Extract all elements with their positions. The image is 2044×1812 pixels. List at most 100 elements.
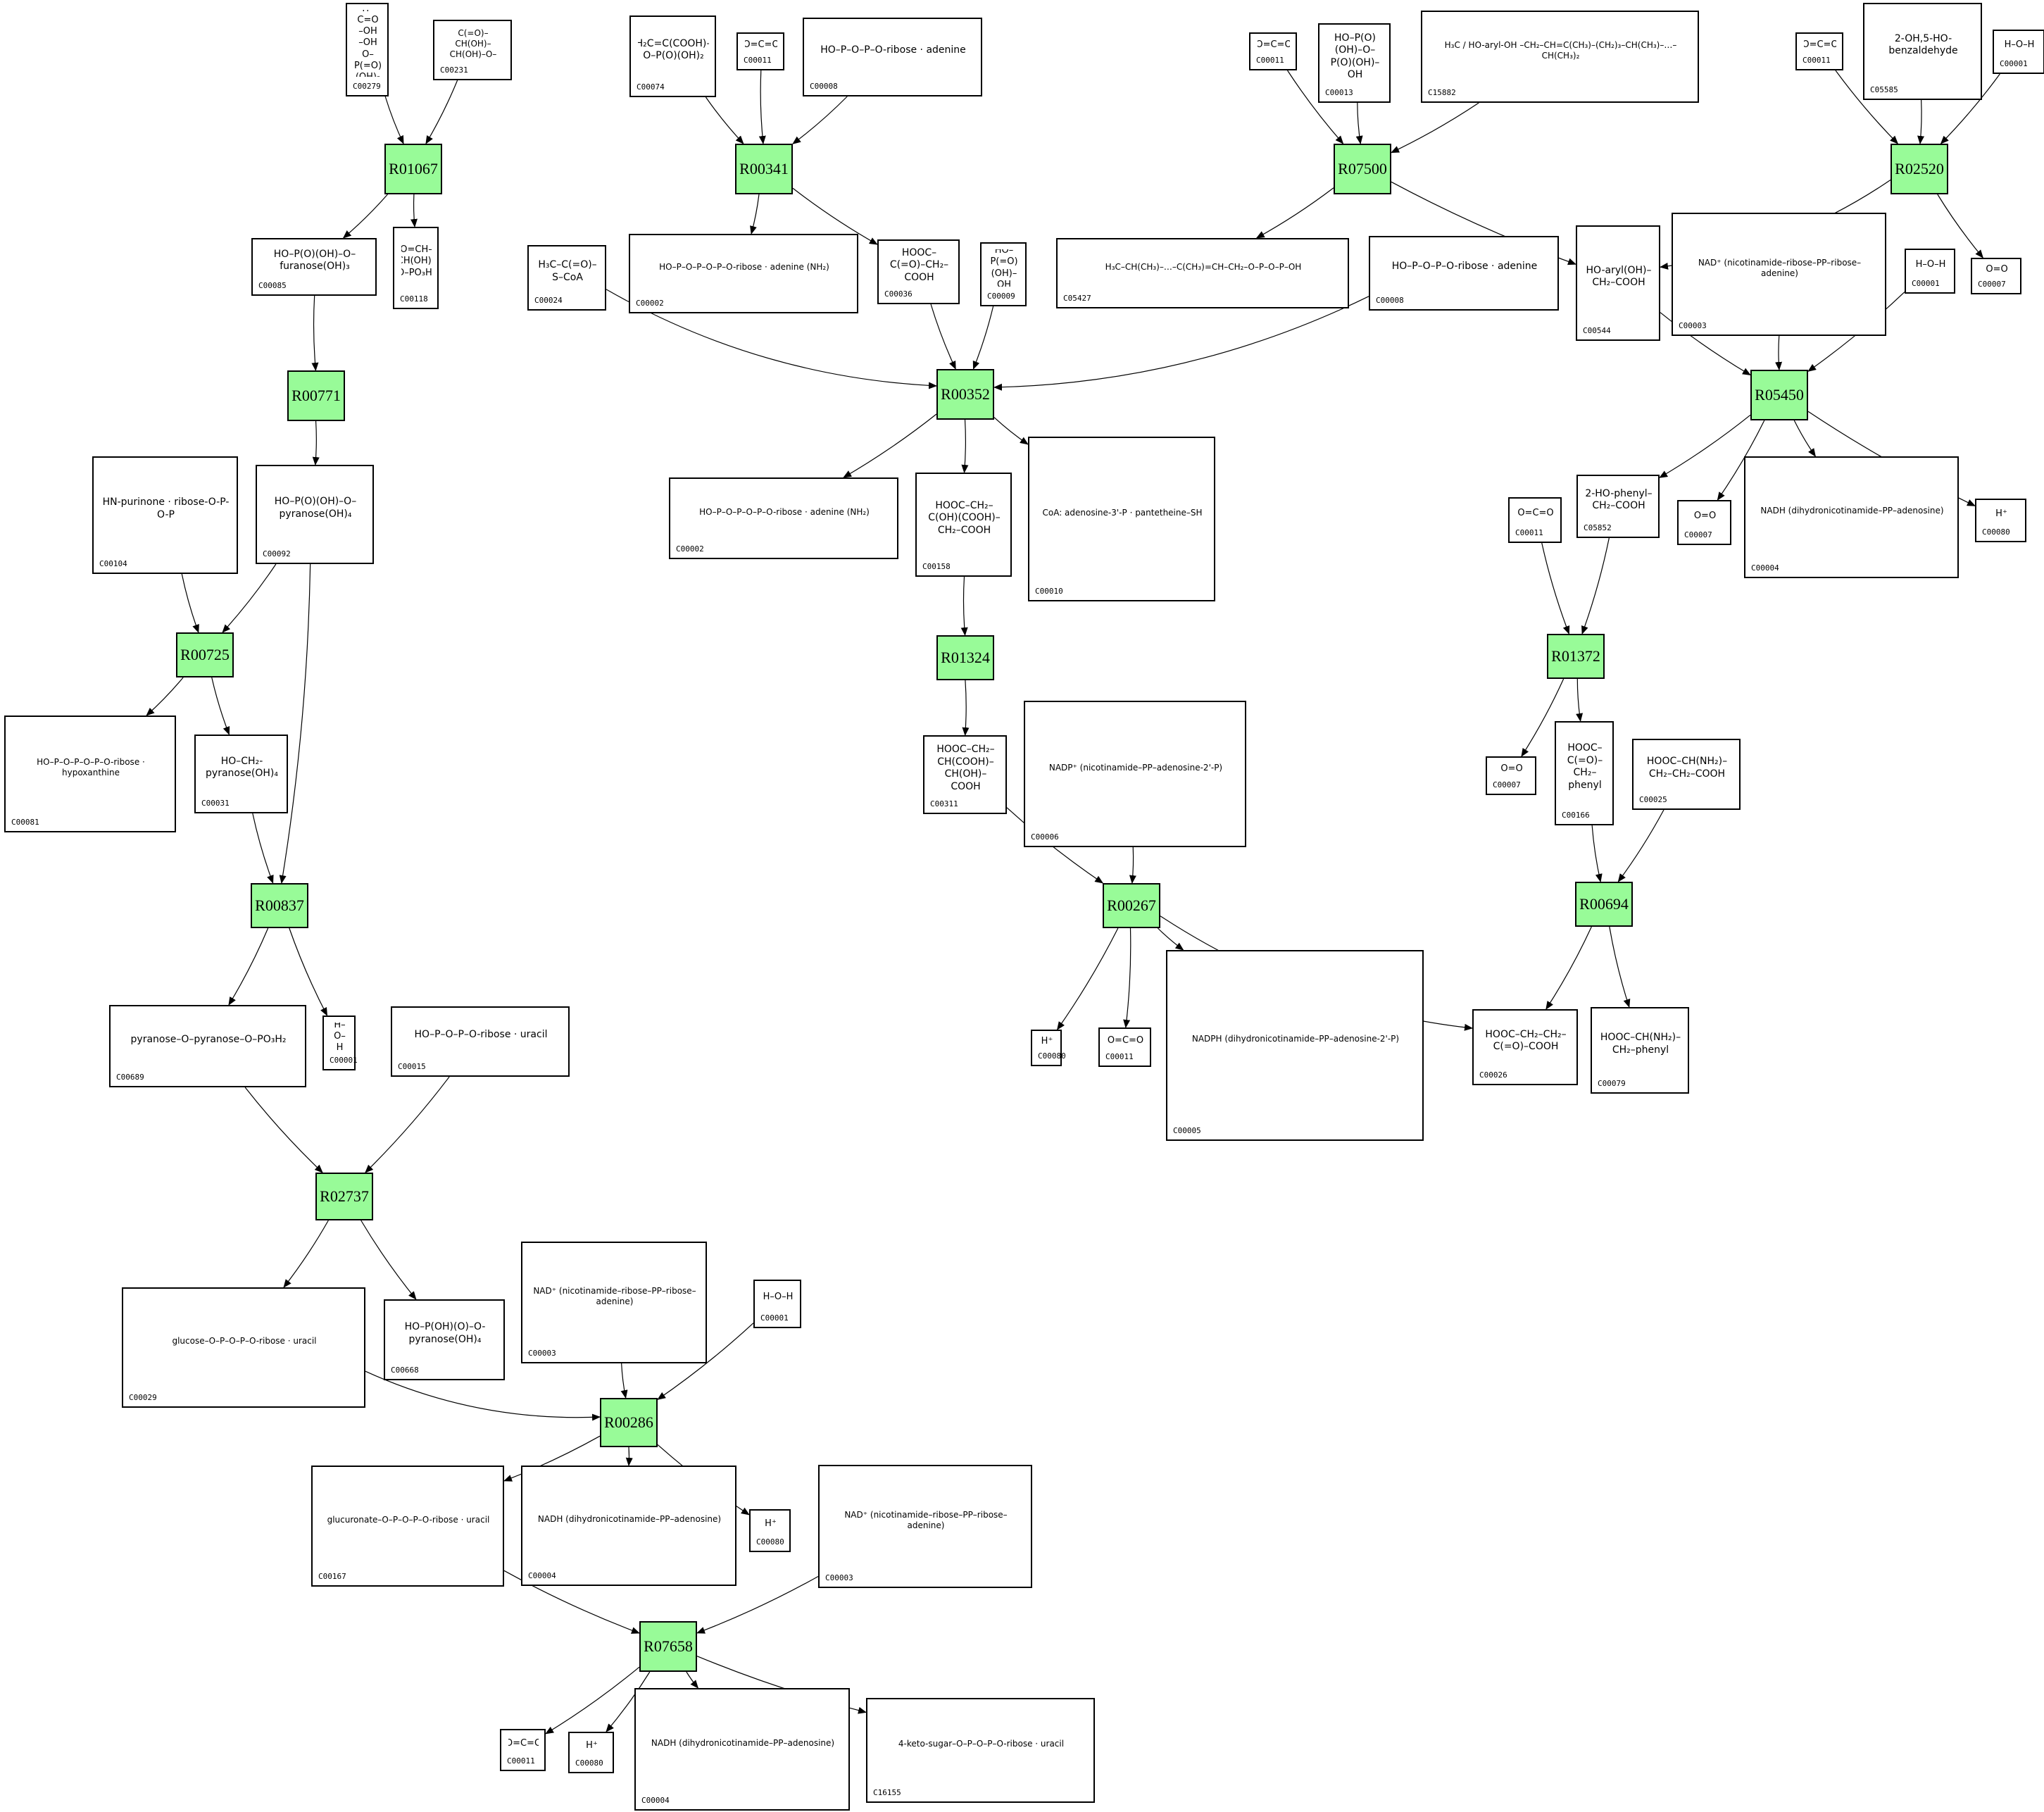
compound-node-c00080[interactable]: H⁺C00080 (749, 1509, 791, 1552)
reaction-node-r01067[interactable]: R01067 (384, 144, 442, 194)
compound-node-c00231[interactable]: HO–CH₂–C(=O)–CH(OH)–CH(OH)–O–PO₃H₂C00231 (433, 20, 512, 80)
compound-id-label: C00167 (318, 1572, 346, 1581)
reaction-node-r02737[interactable]: R02737 (315, 1173, 373, 1220)
compound-id-label: C00001 (1912, 279, 1940, 288)
reaction-node-r00341[interactable]: R00341 (735, 144, 793, 194)
compound-node-c00004[interactable]: NADH (dihydronicotinamide–PP–adenosine)C… (521, 1466, 736, 1586)
edge-arrow (792, 96, 848, 144)
compound-node-c00080[interactable]: H⁺C00080 (568, 1732, 614, 1773)
reaction-node-r07500[interactable]: R07500 (1334, 144, 1391, 194)
edge-arrow (211, 677, 230, 735)
compound-node-c00003[interactable]: NAD⁺ (nicotinamide–ribose–PP–ribose–aden… (1672, 213, 1886, 336)
compound-node-c00002[interactable]: HO–P–O–P–O–P–O-ribose · adenine (NH₂)C00… (629, 234, 858, 313)
reaction-label: R07658 (644, 1637, 693, 1655)
structure-drawing: NAD⁺ (nicotinamide–ribose–PP–ribose–aden… (844, 1509, 1008, 1530)
reaction-node-r00286[interactable]: R00286 (600, 1398, 658, 1447)
compound-node-c15882[interactable]: H₃C / HO-aryl-OH –CH₂–CH=C(CH₃)–(CH₂)₃–C… (1421, 11, 1699, 103)
compound-node-c00004[interactable]: NADH (dihydronicotinamide–PP–adenosine)C… (1744, 456, 1959, 578)
reaction-label: R00286 (604, 1413, 653, 1431)
compound-id-label: C00025 (1639, 795, 1667, 804)
reaction-node-r00694[interactable]: R00694 (1575, 882, 1633, 927)
compound-node-c00002[interactable]: HO–P–O–P–O–P–O-ribose · adenine (NH₂)C00… (669, 477, 898, 559)
structure-drawing: pyranose–O–pyranose–O–PO₃H₂ (130, 1033, 287, 1045)
edge-arrow (1255, 187, 1334, 239)
structure-drawing: HN-purinone · ribose-O-P-O-P (102, 496, 230, 520)
reaction-node-r00837[interactable]: R00837 (251, 883, 308, 928)
reaction-node-r00267[interactable]: R00267 (1103, 883, 1160, 928)
compound-node-c00003[interactable]: NAD⁺ (nicotinamide–ribose–PP–ribose–aden… (818, 1465, 1032, 1588)
compound-id-label: C00015 (398, 1062, 426, 1071)
compound-node-c00005[interactable]: NADPH (dihydronicotinamide–PP–adenosine-… (1166, 950, 1424, 1141)
reaction-node-r07658[interactable]: R07658 (639, 1621, 697, 1672)
compound-node-c00004[interactable]: NADH (dihydronicotinamide–PP–adenosine)C… (634, 1688, 850, 1811)
reaction-node-r05450[interactable]: R05450 (1750, 370, 1808, 420)
reaction-label: R05450 (1755, 386, 1804, 404)
compound-node-c00003[interactable]: NAD⁺ (nicotinamide–ribose–PP–ribose–aden… (521, 1242, 707, 1363)
structure-drawing: H₃C–C(=O)–S–CoA (538, 259, 597, 283)
reaction-node-r02520[interactable]: R02520 (1891, 144, 1948, 194)
reaction-node-r00771[interactable]: R00771 (287, 370, 345, 421)
reaction-node-r00725[interactable]: R00725 (176, 632, 234, 677)
reaction-node-r01372[interactable]: R01372 (1547, 634, 1605, 679)
compound-node-c00080[interactable]: H⁺C00080 (1031, 1030, 1066, 1066)
structure-drawing: glucose–O–P–O–P–O-ribose · uracil (172, 1336, 317, 1346)
compound-node-c00279[interactable]: H–C=O –OH –OH O–P(=O)(OH)₂C00279 (346, 3, 389, 96)
structure-drawing: HOOC–CH₂–C(OH)(COOH)–CH₂–COOH (928, 499, 1001, 536)
reaction-label: R00837 (255, 896, 304, 914)
structure-drawing: HO–P–O–P–O-ribose · uracil (414, 1029, 548, 1041)
reaction-node-r01324[interactable]: R01324 (936, 635, 994, 680)
compound-id-label: C00311 (930, 799, 958, 808)
reaction-label: R02520 (1895, 160, 1944, 177)
compound-node-c00080[interactable]: H⁺C00080 (1975, 499, 2026, 542)
compound-id-label: C00029 (129, 1393, 157, 1402)
edge-arrow (1659, 414, 1751, 478)
reaction-node-r00352[interactable]: R00352 (936, 369, 994, 420)
compound-node-c00006[interactable]: NADP⁺ (nicotinamide–PP–adenosine-2'-P)C0… (1024, 701, 1246, 847)
compound-id-label: C00001 (760, 1313, 789, 1323)
reaction-label: R00352 (941, 385, 990, 403)
compound-node-c00118[interactable]: O=CH–CH(OH)–O–PO₃H₂C00118 (393, 227, 439, 309)
